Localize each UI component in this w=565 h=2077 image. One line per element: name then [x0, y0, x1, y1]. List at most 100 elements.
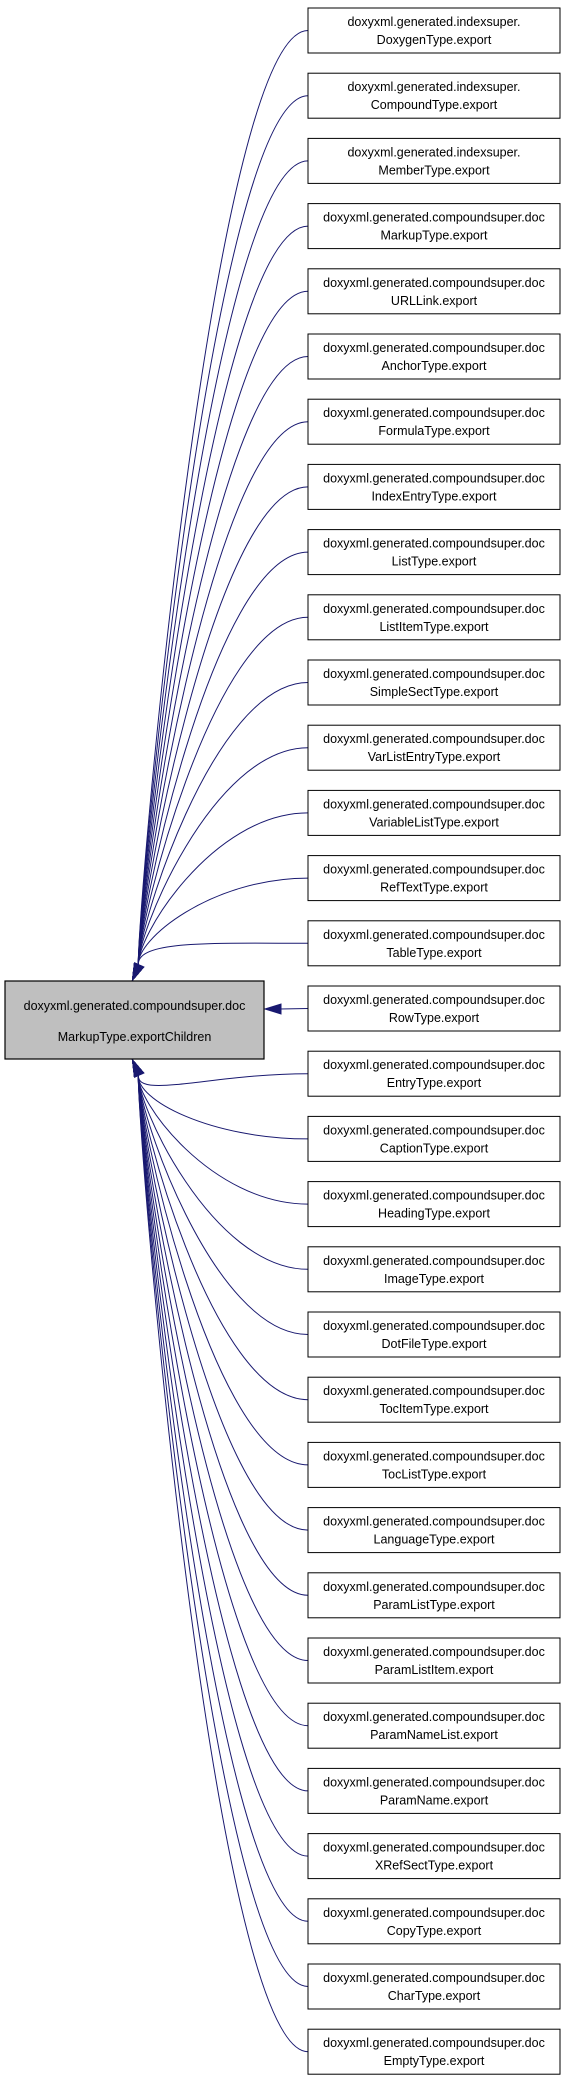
caller-node-label-line2: RefTextType.export	[380, 881, 488, 895]
caller-node-label-line2: TocListType.export	[382, 1467, 487, 1481]
caller-node-anchor-type[interactable]: doxyxml.generated.compoundsuper.docAncho…	[307, 333, 561, 380]
caller-node-box	[307, 985, 561, 1032]
edge-heading-type	[137, 1073, 309, 1205]
caller-node-label-line2: FormulaType.export	[378, 424, 490, 438]
caller-node-label-line2: AnchorType.export	[382, 359, 487, 373]
caller-node-label-line2: XRefSectType.export	[375, 1859, 494, 1873]
caller-node-label-line1: doxyxml.generated.indexsuper.	[347, 80, 520, 94]
edge-entry-type	[137, 1073, 309, 1086]
caller-node-label-line1: doxyxml.generated.compoundsuper.doc	[323, 1189, 545, 1203]
edge-char-type	[137, 1073, 309, 1987]
caller-node-label-line1: doxyxml.generated.compoundsuper.doc	[323, 993, 545, 1007]
caller-node-label-line1: doxyxml.generated.compoundsuper.doc	[323, 1645, 545, 1659]
caller-node-box	[307, 1441, 561, 1488]
edge-arrowhead-row-type	[263, 1003, 282, 1015]
caller-node-box	[307, 333, 561, 380]
caller-node-param-name[interactable]: doxyxml.generated.compoundsuper.docParam…	[307, 1767, 561, 1814]
caller-node-label-line2: URLLink.export	[391, 294, 478, 308]
edge-param-list-item	[137, 1073, 309, 1661]
caller-node-ref-text-type[interactable]: doxyxml.generated.compoundsuper.docRefTe…	[307, 855, 561, 902]
caller-node-compound-type[interactable]: doxyxml.generated.indexsuper.CompoundTyp…	[307, 72, 561, 119]
caller-node-param-list-item[interactable]: doxyxml.generated.compoundsuper.docParam…	[307, 1637, 561, 1684]
caller-node-dot-file-type[interactable]: doxyxml.generated.compoundsuper.docDotFi…	[307, 1311, 561, 1358]
edge-toc-list-type	[137, 1073, 309, 1466]
caller-node-label-line2: CopyType.export	[387, 1924, 482, 1938]
caller-node-label-line1: doxyxml.generated.compoundsuper.doc	[323, 211, 545, 225]
caller-node-doxygen-type[interactable]: doxyxml.generated.indexsuper.DoxygenType…	[307, 7, 561, 54]
caller-node-heading-type[interactable]: doxyxml.generated.compoundsuper.docHeadi…	[307, 1181, 561, 1228]
caller-node-label-line1: doxyxml.generated.compoundsuper.doc	[323, 406, 545, 420]
caller-node-label-line2: SimpleSectType.export	[370, 685, 499, 699]
caller-node-member-type[interactable]: doxyxml.generated.indexsuper.MemberType.…	[307, 137, 561, 184]
caller-node-label-line1: doxyxml.generated.indexsuper.	[347, 15, 520, 29]
caller-node-copy-type[interactable]: doxyxml.generated.compoundsuper.docCopyT…	[307, 1898, 561, 1945]
caller-node-index-entry-type[interactable]: doxyxml.generated.compoundsuper.docIndex…	[307, 463, 561, 510]
edge-image-type	[137, 1073, 309, 1270]
caller-node-label-line2: CaptionType.export	[380, 1141, 489, 1155]
caller-node-xref-sect-type[interactable]: doxyxml.generated.compoundsuper.docXRefS…	[307, 1833, 561, 1880]
caller-node-box	[307, 1115, 561, 1162]
caller-node-box	[307, 1637, 561, 1684]
edge-copy-type	[137, 1073, 309, 1922]
caller-node-label-line1: doxyxml.generated.compoundsuper.doc	[323, 276, 545, 290]
caller-node-empty-type[interactable]: doxyxml.generated.compoundsuper.docEmpty…	[307, 2028, 561, 2075]
caller-node-box	[307, 1181, 561, 1228]
caller-node-label-line2: TableType.export	[386, 946, 482, 960]
caller-node-label-line2: ListType.export	[392, 555, 477, 569]
caller-node-simple-sect-type[interactable]: doxyxml.generated.compoundsuper.docSimpl…	[307, 659, 561, 706]
caller-node-label-line1: doxyxml.generated.compoundsuper.doc	[323, 1254, 545, 1268]
edge-table-type	[137, 942, 309, 967]
caller-node-label-line1: doxyxml.generated.compoundsuper.doc	[323, 732, 545, 746]
caller-node-box	[307, 855, 561, 902]
caller-node-box	[307, 2028, 561, 2075]
edge-simple-sect-type	[137, 682, 309, 967]
caller-node-label-line1: doxyxml.generated.compoundsuper.doc	[323, 1580, 545, 1594]
caller-node-formula-type[interactable]: doxyxml.generated.compoundsuper.docFormu…	[307, 398, 561, 445]
caller-node-box	[307, 1572, 561, 1619]
caller-node-variable-list-type[interactable]: doxyxml.generated.compoundsuper.docVaria…	[307, 789, 561, 836]
caller-node-markup-type[interactable]: doxyxml.generated.compoundsuper.docMarku…	[307, 203, 561, 250]
caller-node-language-type[interactable]: doxyxml.generated.compoundsuper.docLangu…	[307, 1507, 561, 1554]
caller-node-box	[307, 724, 561, 771]
caller-node-box	[307, 920, 561, 967]
caller-node-label-line1: doxyxml.generated.compoundsuper.doc	[323, 1449, 545, 1463]
edge-param-list-type	[137, 1073, 309, 1596]
caller-node-label-line2: ImageType.export	[384, 1272, 485, 1286]
root-node-label-line2: MarkupType.exportChildren	[58, 1030, 212, 1044]
caller-node-box	[307, 1833, 561, 1880]
edge-toc-item-type	[137, 1073, 309, 1401]
caller-node-label-line2: EmptyType.export	[384, 2054, 485, 2068]
edge-param-name-list	[137, 1073, 309, 1727]
caller-node-list-type[interactable]: doxyxml.generated.compoundsuper.docListT…	[307, 529, 561, 576]
caller-node-entry-type[interactable]: doxyxml.generated.compoundsuper.docEntry…	[307, 1050, 561, 1097]
caller-node-label-line1: doxyxml.generated.compoundsuper.doc	[323, 341, 545, 355]
caller-node-char-type[interactable]: doxyxml.generated.compoundsuper.docCharT…	[307, 1963, 561, 2010]
caller-node-urllink[interactable]: doxyxml.generated.compoundsuper.docURLLi…	[307, 268, 561, 315]
caller-node-image-type[interactable]: doxyxml.generated.compoundsuper.docImage…	[307, 1246, 561, 1293]
edges	[131, 30, 309, 2053]
edge-caption-type	[137, 1073, 309, 1140]
caller-node-caption-type[interactable]: doxyxml.generated.compoundsuper.docCapti…	[307, 1115, 561, 1162]
edge-xref-sect-type	[137, 1073, 309, 1857]
caller-node-box	[307, 7, 561, 54]
caller-node-label-line1: doxyxml.generated.compoundsuper.doc	[323, 1906, 545, 1920]
edge-param-name	[137, 1073, 309, 1792]
root-node[interactable]: doxyxml.generated.compoundsuper.doc Mark…	[4, 980, 265, 1060]
caller-node-param-list-type[interactable]: doxyxml.generated.compoundsuper.docParam…	[307, 1572, 561, 1619]
caller-node-box	[307, 1050, 561, 1097]
caller-node-toc-list-type[interactable]: doxyxml.generated.compoundsuper.docTocLi…	[307, 1441, 561, 1488]
caller-node-row-type[interactable]: doxyxml.generated.compoundsuper.docRowTy…	[307, 985, 561, 1032]
caller-node-box	[307, 1963, 561, 2010]
edge-arrowhead-table-type	[131, 962, 145, 982]
caller-node-list-item-type[interactable]: doxyxml.generated.compoundsuper.docListI…	[307, 594, 561, 641]
caller-node-box	[307, 1246, 561, 1293]
caller-node-table-type[interactable]: doxyxml.generated.compoundsuper.docTable…	[307, 920, 561, 967]
caller-node-label-line1: doxyxml.generated.compoundsuper.doc	[323, 602, 545, 616]
caller-node-toc-item-type[interactable]: doxyxml.generated.compoundsuper.docTocIt…	[307, 1376, 561, 1423]
caller-node-label-line2: ParamName.export	[380, 1793, 489, 1807]
caller-node-var-list-entry-type[interactable]: doxyxml.generated.compoundsuper.docVarLi…	[307, 724, 561, 771]
caller-node-label-line2: ParamListItem.export	[375, 1663, 494, 1677]
caller-node-param-name-list[interactable]: doxyxml.generated.compoundsuper.docParam…	[307, 1702, 561, 1749]
caller-node-label-line1: doxyxml.generated.compoundsuper.doc	[323, 1123, 545, 1137]
caller-node-label-line1: doxyxml.generated.compoundsuper.doc	[323, 1384, 545, 1398]
